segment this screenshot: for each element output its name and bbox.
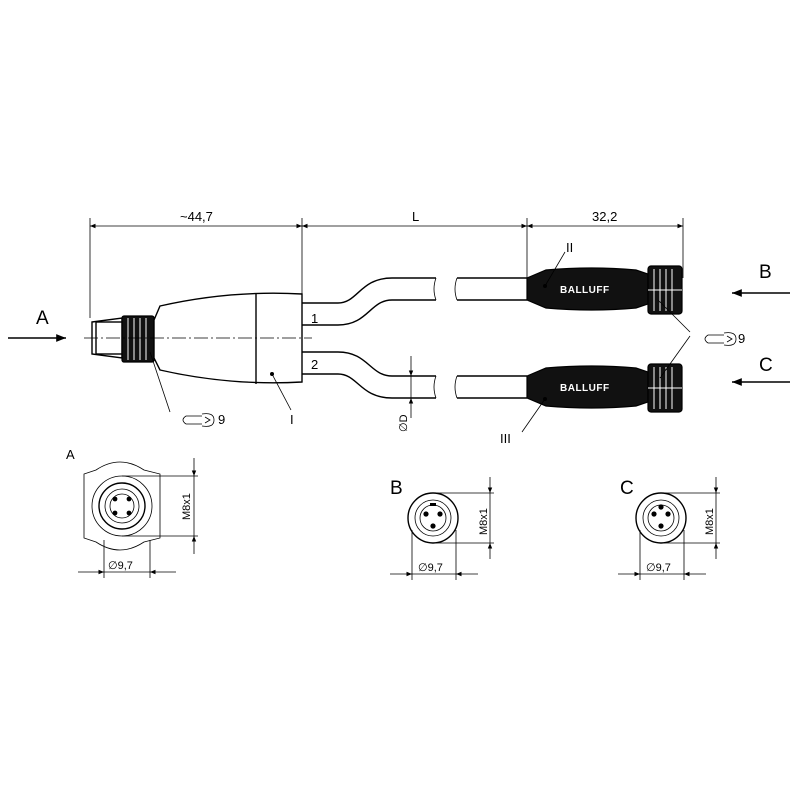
female-connector-iii	[526, 363, 683, 413]
dim-connector-length: 32,2	[592, 209, 617, 224]
dim-outer-diameter-b: ∅9,7	[418, 562, 443, 574]
torque-value-left: 9	[218, 412, 225, 427]
branch-1-label: 1	[311, 311, 318, 326]
dim-head-length: ~44,7	[180, 209, 213, 224]
end-view-a-title: A	[66, 447, 75, 462]
wrench-icon	[704, 332, 737, 346]
view-a-label: A	[36, 308, 49, 329]
part-ii-label: II	[566, 240, 573, 255]
dim-outer-diameter-a: ∅9,7	[108, 560, 133, 572]
dim-outer-diameter-c: ∅9,7	[646, 562, 671, 574]
wrench-icon	[182, 413, 215, 427]
part-iii-label: III	[500, 431, 511, 446]
cable-branch-2	[302, 351, 527, 399]
dim-thread-c: M8x1	[704, 508, 716, 535]
dim-thread-b: M8x1	[478, 508, 490, 535]
torque-value-right: 9	[738, 331, 745, 346]
end-view-b-title: B	[390, 478, 403, 499]
view-c-label: C	[759, 355, 773, 376]
branch-2-label: 2	[311, 357, 318, 372]
male-connector-a	[91, 292, 303, 384]
female-connector-ii	[526, 265, 683, 315]
top-dimension-lines	[89, 218, 684, 318]
end-view-c-title: C	[620, 478, 634, 499]
part-i-label: I	[290, 412, 294, 427]
brand-label-top: BALLUFF	[560, 285, 610, 296]
end-view-a	[78, 458, 198, 578]
dim-thread-a: M8x1	[181, 493, 193, 520]
end-view-c	[618, 477, 720, 580]
dim-cable-length: L	[412, 209, 419, 224]
leader-lines	[149, 251, 691, 433]
dim-cable-diameter: ∅D	[398, 414, 410, 432]
end-view-b	[390, 477, 494, 580]
brand-label-bottom: BALLUFF	[560, 383, 610, 394]
cable-branch-1	[302, 277, 527, 326]
view-b-label: B	[759, 262, 772, 283]
